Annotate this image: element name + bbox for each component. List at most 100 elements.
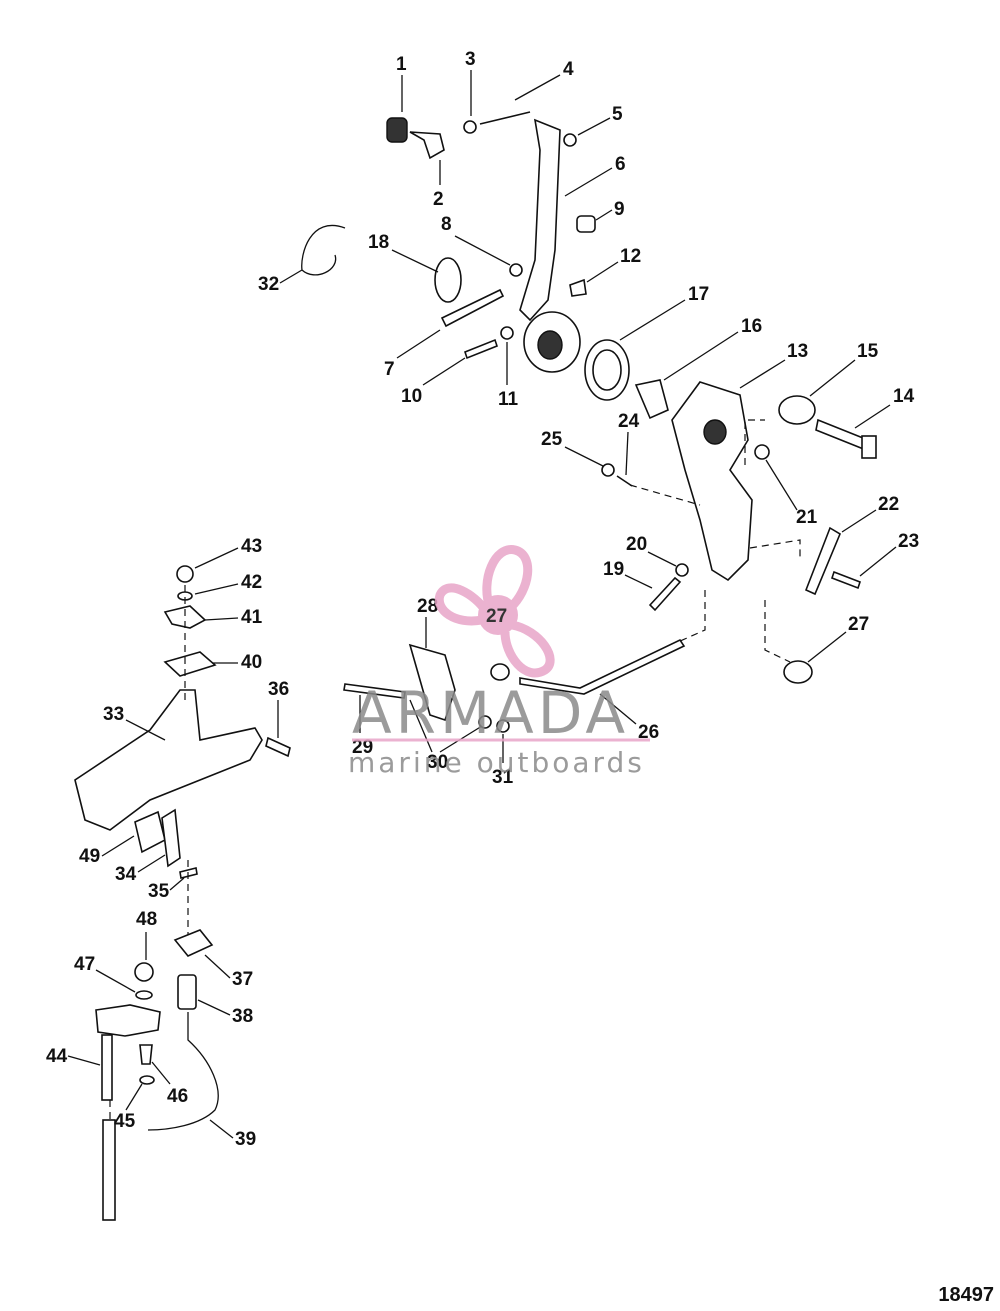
propeller-blade [482, 545, 533, 612]
leader-line [599, 693, 637, 725]
leader-line [807, 631, 847, 663]
leader-line [197, 999, 231, 1016]
leader-line [396, 329, 441, 359]
part-47-washer [135, 990, 153, 1000]
callout-44: 44 [46, 1046, 68, 1067]
part-45-washer [139, 1075, 155, 1085]
leader-line [209, 1119, 234, 1139]
propeller-logo: 27 [434, 545, 555, 678]
callout-32: 32 [258, 274, 279, 295]
part-13-bore [703, 419, 727, 445]
part-10-stud [464, 338, 498, 360]
part-2-screw [409, 131, 445, 160]
part-20-nut [675, 563, 689, 577]
part-9-bushing [576, 215, 596, 233]
callout-26: 26 [638, 722, 659, 743]
callout-21: 21 [796, 507, 818, 528]
lever-base-hub [537, 330, 563, 360]
callout-42: 42 [241, 572, 262, 593]
propeller-blade [434, 583, 489, 626]
leader-line [95, 969, 136, 993]
part-1-knob [386, 117, 408, 143]
part-11-nut [500, 326, 514, 340]
callout-46: 46 [167, 1086, 188, 1107]
leader-line [859, 546, 897, 577]
callout-15: 15 [857, 341, 879, 362]
part-30-nut [478, 715, 492, 729]
part-3-nut [463, 120, 477, 134]
callout-9: 9 [614, 199, 625, 220]
callout-45: 45 [114, 1111, 136, 1132]
alignment-line [744, 419, 765, 465]
leader-line [586, 261, 619, 283]
leader-line [625, 431, 629, 476]
part-6-lever-arm [519, 118, 561, 322]
callout-22: 22 [878, 494, 899, 515]
propeller-blade [500, 620, 555, 678]
callout-33: 33 [103, 704, 124, 725]
callout-37: 37 [232, 969, 253, 990]
leader-line [194, 547, 239, 569]
callout-17: 17 [688, 284, 709, 305]
callout-14: 14 [893, 386, 915, 407]
callout-30: 30 [427, 752, 448, 773]
alignment-line [764, 600, 791, 663]
callout-3: 3 [465, 49, 476, 70]
leader-line [151, 1061, 171, 1085]
callout-18: 18 [368, 232, 389, 253]
part-34-gasket [161, 808, 181, 868]
part-48-nut [134, 962, 154, 982]
watermark-brand: ARMADA [352, 679, 629, 747]
callout-20: 20 [626, 534, 647, 555]
callout-10: 10 [401, 386, 422, 407]
part-44-pin [101, 1034, 113, 1101]
leader-line [595, 209, 613, 221]
lower-pin [102, 1119, 116, 1221]
callout-39: 39 [235, 1129, 256, 1150]
callout-29: 29 [352, 737, 373, 758]
callout-28: 28 [417, 596, 438, 617]
callout-24: 24 [618, 411, 640, 432]
part-33-bracket [74, 689, 263, 831]
part-15-bushing [778, 395, 816, 425]
part-46-bolt [139, 1044, 153, 1065]
leader-line [809, 359, 856, 397]
part-8-nut [509, 263, 523, 277]
part-16-bushing [634, 379, 669, 420]
callout-36: 36 [268, 679, 289, 700]
part-21-nut [754, 444, 770, 460]
leader-line [647, 551, 677, 567]
part-41-cam [163, 605, 207, 629]
callout-8: 8 [441, 214, 452, 235]
part-13-plate [671, 381, 753, 582]
callout-4: 4 [563, 59, 574, 80]
callout-2: 2 [433, 189, 444, 210]
alignment-line [749, 539, 801, 560]
part-12-cap [569, 278, 587, 297]
leader-line [125, 1083, 143, 1111]
callout-48: 48 [136, 909, 157, 930]
part-18-washer [434, 257, 462, 303]
leader-line [514, 74, 561, 101]
leader-line [564, 446, 604, 467]
callout-23: 23 [898, 531, 919, 552]
callout-7: 7 [384, 359, 395, 380]
leader-line [279, 269, 303, 284]
leader-line [204, 954, 231, 979]
callout-19: 19 [603, 559, 624, 580]
part-5-nut [563, 133, 577, 147]
callout-31: 31 [492, 767, 514, 788]
callout-11: 11 [498, 389, 519, 410]
part-4-rod [479, 111, 531, 125]
middle-linkage-assembly [343, 638, 686, 733]
callout-5: 5 [612, 104, 623, 125]
part-36-screw [265, 736, 291, 758]
callout-6: 6 [615, 154, 626, 175]
part-23-screw [830, 570, 862, 590]
part-31-nut [496, 719, 510, 733]
callout-16: 16 [741, 316, 762, 337]
leader-line [739, 359, 786, 389]
upper-linkage-assembly [301, 111, 877, 684]
leader-line [663, 331, 739, 381]
